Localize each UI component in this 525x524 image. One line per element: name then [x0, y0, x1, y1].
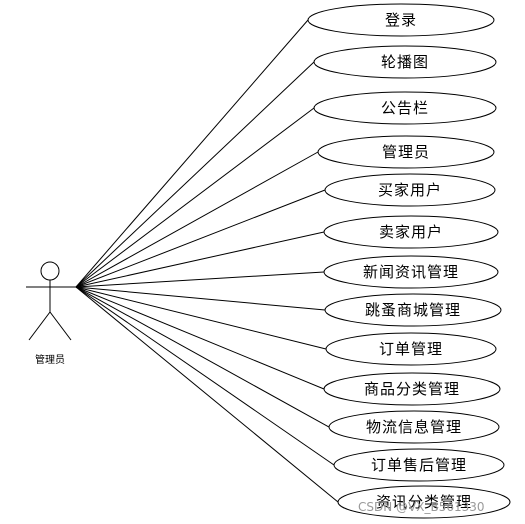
use-case-label: 订单售后管理 [371, 456, 467, 474]
use-case-ellipse [324, 293, 502, 327]
use-case: 公告栏 [313, 91, 497, 125]
use-case-ellipse [313, 45, 497, 79]
use-case: 新闻资讯管理 [323, 255, 499, 289]
association-line [75, 286, 325, 390]
use-case-label: 资讯分类管理 [376, 493, 472, 511]
use-case: 登录 [307, 3, 495, 37]
use-case: 资讯分类管理 [337, 485, 511, 519]
association-line [75, 189, 326, 288]
use-case: 物流信息管理 [328, 410, 500, 444]
association-line [75, 286, 330, 428]
use-case-label: 卖家用户 [379, 223, 443, 241]
association-line [75, 286, 335, 466]
use-case-label: 跳蚤商城管理 [365, 301, 461, 319]
use-case: 商品分类管理 [323, 372, 501, 406]
use-case: 轮播图 [313, 45, 497, 79]
use-case: 订单管理 [325, 332, 497, 366]
actor-left-leg [28, 311, 51, 341]
use-case: 管理员 [317, 135, 495, 169]
use-case-label: 商品分类管理 [364, 380, 460, 398]
use-case-ellipse [325, 332, 497, 366]
use-case-label: 新闻资讯管理 [363, 263, 459, 281]
use-case-label: 买家用户 [378, 181, 442, 199]
actor-label: 管理员 [35, 353, 65, 366]
association-lines [75, 19, 339, 503]
use-case: 跳蚤商城管理 [324, 293, 502, 327]
watermark: CSDN @VX_B561330 [358, 500, 485, 514]
use-case-label: 公告栏 [381, 99, 429, 117]
association-line [75, 61, 315, 288]
use-case-ellipse [337, 485, 511, 519]
association-line [75, 286, 326, 311]
actor-head [40, 261, 60, 281]
use-case: 订单售后管理 [333, 448, 505, 482]
use-case-group: 登录轮播图公告栏管理员买家用户卖家用户新闻资讯管理跳蚤商城管理订单管理商品分类管… [307, 3, 511, 519]
association-line [75, 286, 339, 503]
use-case-ellipse [333, 448, 505, 482]
association-line [75, 19, 309, 288]
use-case-label: 订单管理 [379, 340, 443, 358]
use-case-ellipse [317, 135, 495, 169]
use-case-label: 管理员 [382, 143, 430, 161]
use-case: 买家用户 [324, 173, 496, 207]
use-case-label: 物流信息管理 [366, 418, 462, 436]
association-line [75, 271, 325, 288]
use-case: 卖家用户 [323, 215, 499, 249]
use-case-ellipse [307, 3, 495, 37]
use-case-ellipse [313, 91, 497, 125]
use-case-ellipse [328, 410, 500, 444]
association-line [75, 107, 315, 288]
use-case-ellipse [323, 255, 499, 289]
use-case-ellipse [323, 372, 501, 406]
association-line [75, 151, 319, 288]
association-line [75, 286, 327, 350]
actor-right-leg [49, 311, 72, 341]
use-case-label: 登录 [385, 11, 417, 29]
association-line [75, 231, 325, 288]
actor: 管理员 [26, 261, 76, 366]
use-case-ellipse [323, 215, 499, 249]
use-case-label: 轮播图 [381, 53, 429, 71]
use-case-ellipse [324, 173, 496, 207]
